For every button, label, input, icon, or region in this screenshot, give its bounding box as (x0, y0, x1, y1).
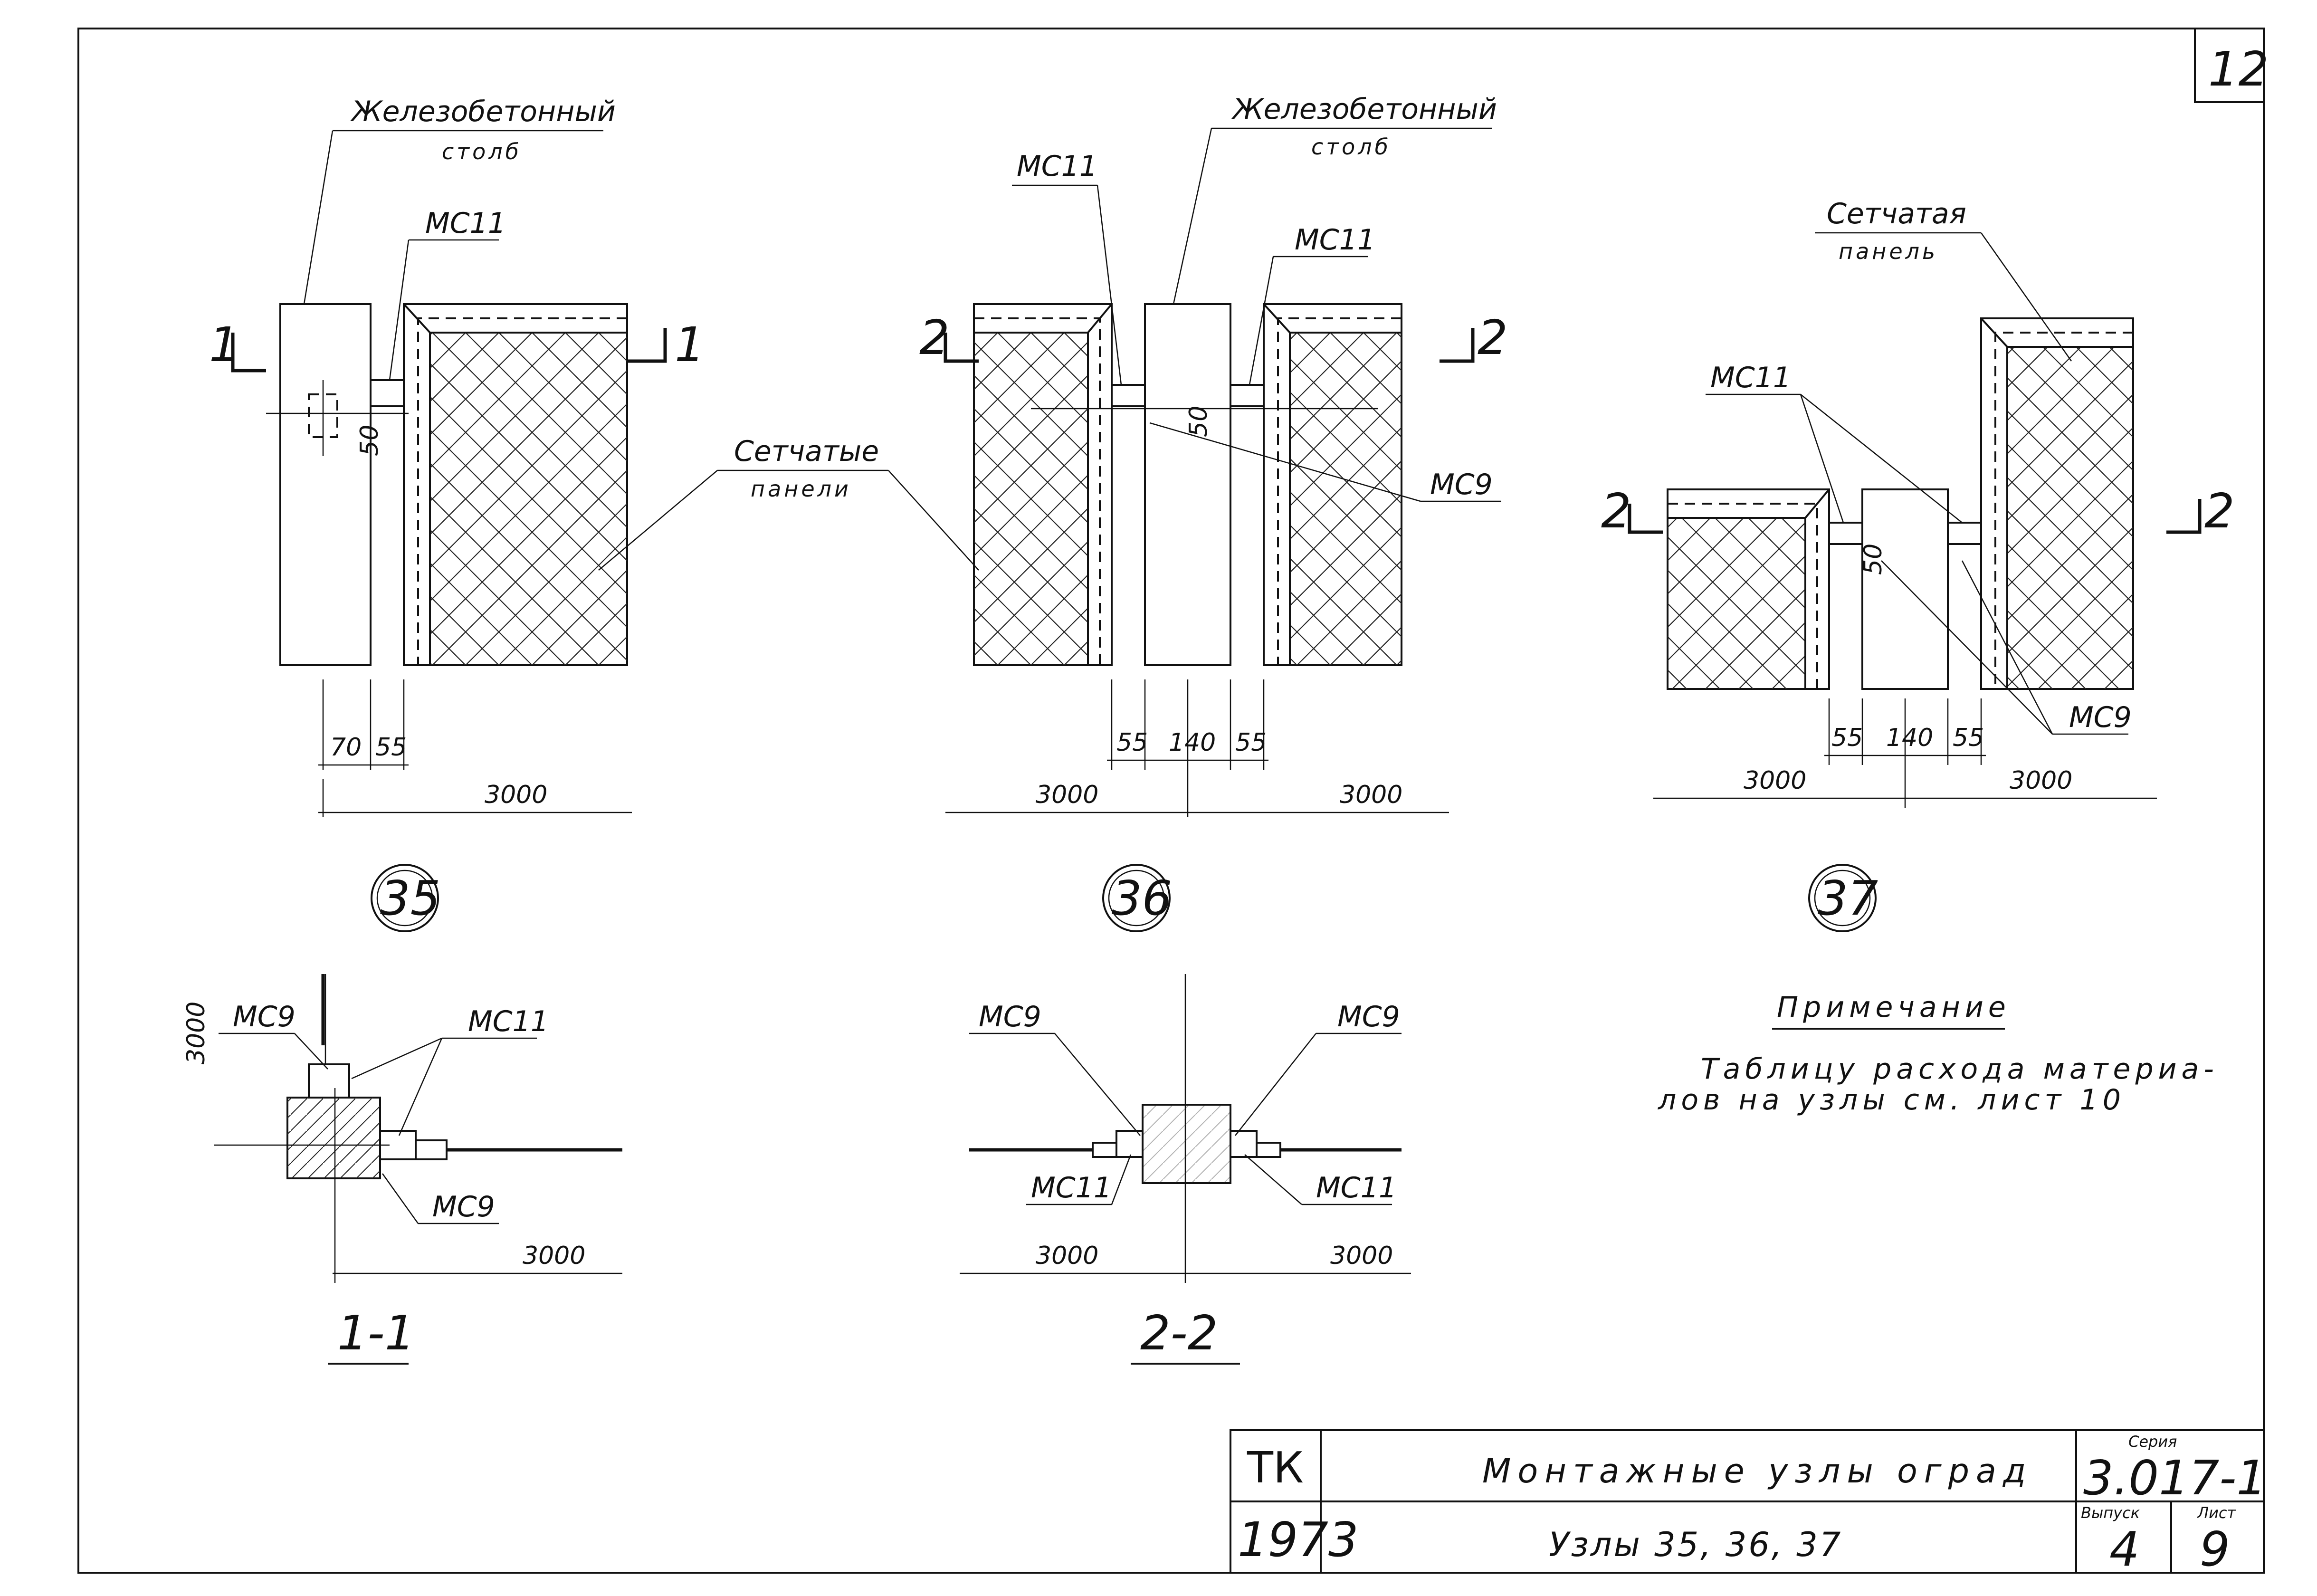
dim-3000-35: 3000 (485, 781, 547, 809)
sheet-number: 12 (2208, 41, 2269, 97)
section-title-1-1: 1-1 (337, 1305, 415, 1361)
label-mc11-35: МС11 (425, 207, 506, 240)
title-block: ТК 1973 Монтажные узлы оград Узлы 35, 36… (1230, 1429, 2267, 1577)
tb-series-label: Серия (2128, 1433, 2177, 1451)
node-circle-37: 37 (1808, 864, 1878, 932)
note-line-1: Таблицу расхода материа- (1701, 1052, 2219, 1086)
label-mc9-s2-l: МС9 (979, 1000, 1041, 1033)
dim-3000-37-r: 3000 (2010, 766, 2072, 795)
svg-text:35: 35 (380, 870, 440, 926)
label-mc11-s1: МС11 (468, 1005, 549, 1038)
section-mark-2-left-37: 2 (1601, 483, 1631, 539)
tb-issue-label: Выпуск (2081, 1504, 2140, 1522)
dim-55-d: 55 (1831, 724, 1863, 752)
label-mc11-s2-l: МС11 (1031, 1171, 1112, 1204)
sheet-number-box: 12 (2194, 28, 2269, 103)
node-circle-36: 36 (1102, 864, 1172, 932)
dim-3000-36-l: 3000 (1036, 781, 1098, 809)
note-title: Примечание (1777, 991, 2011, 1024)
node-36-elevation: 2 2 55 140 55 3000 3000 50 (919, 303, 1508, 817)
label-mc11-s2-r: МС11 (1316, 1171, 1397, 1204)
dim-55-e: 55 (1953, 724, 1984, 752)
dim-50-37: 50 (1859, 544, 1888, 575)
section-mark-1-right: 1 (675, 317, 705, 373)
section-mark-1-left: 1 (209, 317, 239, 373)
node-37-elevation: 2 2 55 140 55 3000 3000 50 (1601, 317, 2235, 808)
svg-text:36: 36 (1112, 870, 1172, 926)
label-mc11-36-l: МС11 (1017, 150, 1097, 183)
note-block: Примечание Таблицу расхода материа- лов … (1658, 991, 2219, 1117)
label-rc-pole-2: Железобетонный (1231, 93, 1497, 126)
svg-text:37: 37 (1818, 870, 1878, 926)
dim-55-b: 55 (1116, 728, 1148, 757)
dim-3000-s1: 3000 (523, 1242, 585, 1270)
dim-3000-s2-l: 3000 (1036, 1242, 1098, 1270)
label-rc-pole-2b: столб (1311, 134, 1391, 160)
section-mark-2-right-37: 2 (2204, 483, 2235, 539)
label-mesh-panels-b: панели (751, 476, 851, 502)
dim-3000-36-r: 3000 (1340, 781, 1402, 809)
dim-55-a: 55 (375, 733, 407, 762)
label-mc9-36: МС9 (1430, 468, 1493, 501)
section-mark-2-left-36: 2 (919, 310, 950, 365)
label-mesh-panel-b: панель (1839, 239, 1938, 264)
section-1-1: 3000 3000 (182, 974, 622, 1283)
tb-sheet: 9 (2200, 1521, 2230, 1577)
tb-issue: 4 (2109, 1521, 2140, 1577)
tb-series: 3.017-1 (2083, 1450, 2267, 1506)
sheet-border (77, 28, 2265, 1574)
dim-140-36: 140 (1169, 728, 1216, 757)
dim-3000-s2-r: 3000 (1330, 1242, 1393, 1270)
dim-55-c: 55 (1235, 728, 1267, 757)
section-mark-2-right-36: 2 (1478, 310, 1508, 365)
label-mc11-37: МС11 (1710, 361, 1791, 394)
dim-3000-37-l: 3000 (1744, 766, 1806, 795)
dim-70: 70 (330, 733, 362, 762)
node-circle-35: 35 (371, 864, 440, 932)
tb-subtitle: Узлы 35, 36, 37 (1549, 1525, 1842, 1564)
label-rc-pole-1: Железобетонный (350, 95, 616, 128)
label-mc9-s1-bottom: МС9 (432, 1190, 495, 1223)
dim-140-37: 140 (1886, 724, 1933, 752)
label-rc-pole-1b: столб (442, 139, 522, 164)
label-mesh-panel: Сетчатая (1827, 197, 1966, 230)
label-mc9-s2-r: МС9 (1337, 1000, 1400, 1033)
tb-sheet-label: Лист (2197, 1504, 2236, 1522)
section-title-2-2: 2-2 (1140, 1305, 1218, 1361)
label-mesh-panels: Сетчатые (734, 435, 879, 468)
node-35-elevation: 1 1 70 55 3000 50 (209, 303, 705, 817)
note-line-2: лов на узлы см. лист 10 (1658, 1083, 2126, 1117)
tb-org: ТК (1247, 1443, 1304, 1493)
tb-title: Монтажные узлы оград (1482, 1452, 2032, 1491)
dim-50-35: 50 (355, 425, 384, 456)
tb-year: 1973 (1238, 1512, 1359, 1567)
label-mc9-37: МС9 (2069, 701, 2132, 734)
section-2-2: 3000 3000 (960, 974, 1411, 1283)
label-mc11-36-r: МС11 (1295, 223, 1375, 257)
label-mc9-s1-top: МС9 (233, 1000, 296, 1033)
dim-50-36: 50 (1184, 406, 1213, 437)
dim-3000-s1-vert: 3000 (182, 1002, 210, 1064)
